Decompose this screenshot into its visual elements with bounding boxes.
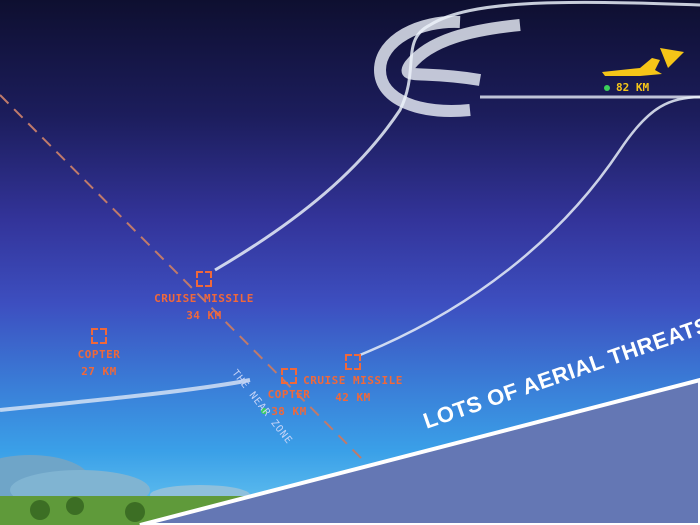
target-type: COPTER: [267, 388, 311, 401]
player-distance: 82 KM: [616, 81, 650, 94]
target-reticle[interactable]: [91, 328, 107, 344]
friendly-indicator-icon: [604, 85, 610, 91]
friendly-indicator-icon: [261, 408, 267, 414]
target-distance: 34 KM: [186, 309, 222, 322]
banner-background: [139, 377, 700, 525]
target-label: COPTER 27 KM: [78, 346, 121, 380]
target-label: CRUISE MISSILE 34 KM: [154, 290, 254, 324]
heading-arrow-icon: [660, 48, 684, 68]
target-type: CRUISE MISSILE: [303, 374, 403, 387]
contrail: [214, 0, 700, 272]
contrail: [359, 95, 700, 357]
target-distance: 38 KM: [271, 405, 307, 418]
target-reticle[interactable]: [345, 354, 361, 370]
contrail: [0, 378, 251, 412]
target-distance: 42 KM: [335, 391, 371, 404]
target-reticle[interactable]: [281, 368, 297, 384]
target-type: CRUISE MISSILE: [154, 292, 254, 305]
player-jet-icon[interactable]: [602, 48, 684, 76]
near-zone-line: [0, 94, 366, 463]
target-distance: 27 KM: [81, 365, 117, 378]
target-label: COPTER 38 KM: [268, 386, 311, 420]
contrail-loop: [373, 15, 521, 117]
target-type: COPTER: [77, 348, 121, 361]
target-reticle[interactable]: [196, 271, 212, 287]
target-label: CRUISE MISSILE 42 KM: [303, 372, 403, 406]
